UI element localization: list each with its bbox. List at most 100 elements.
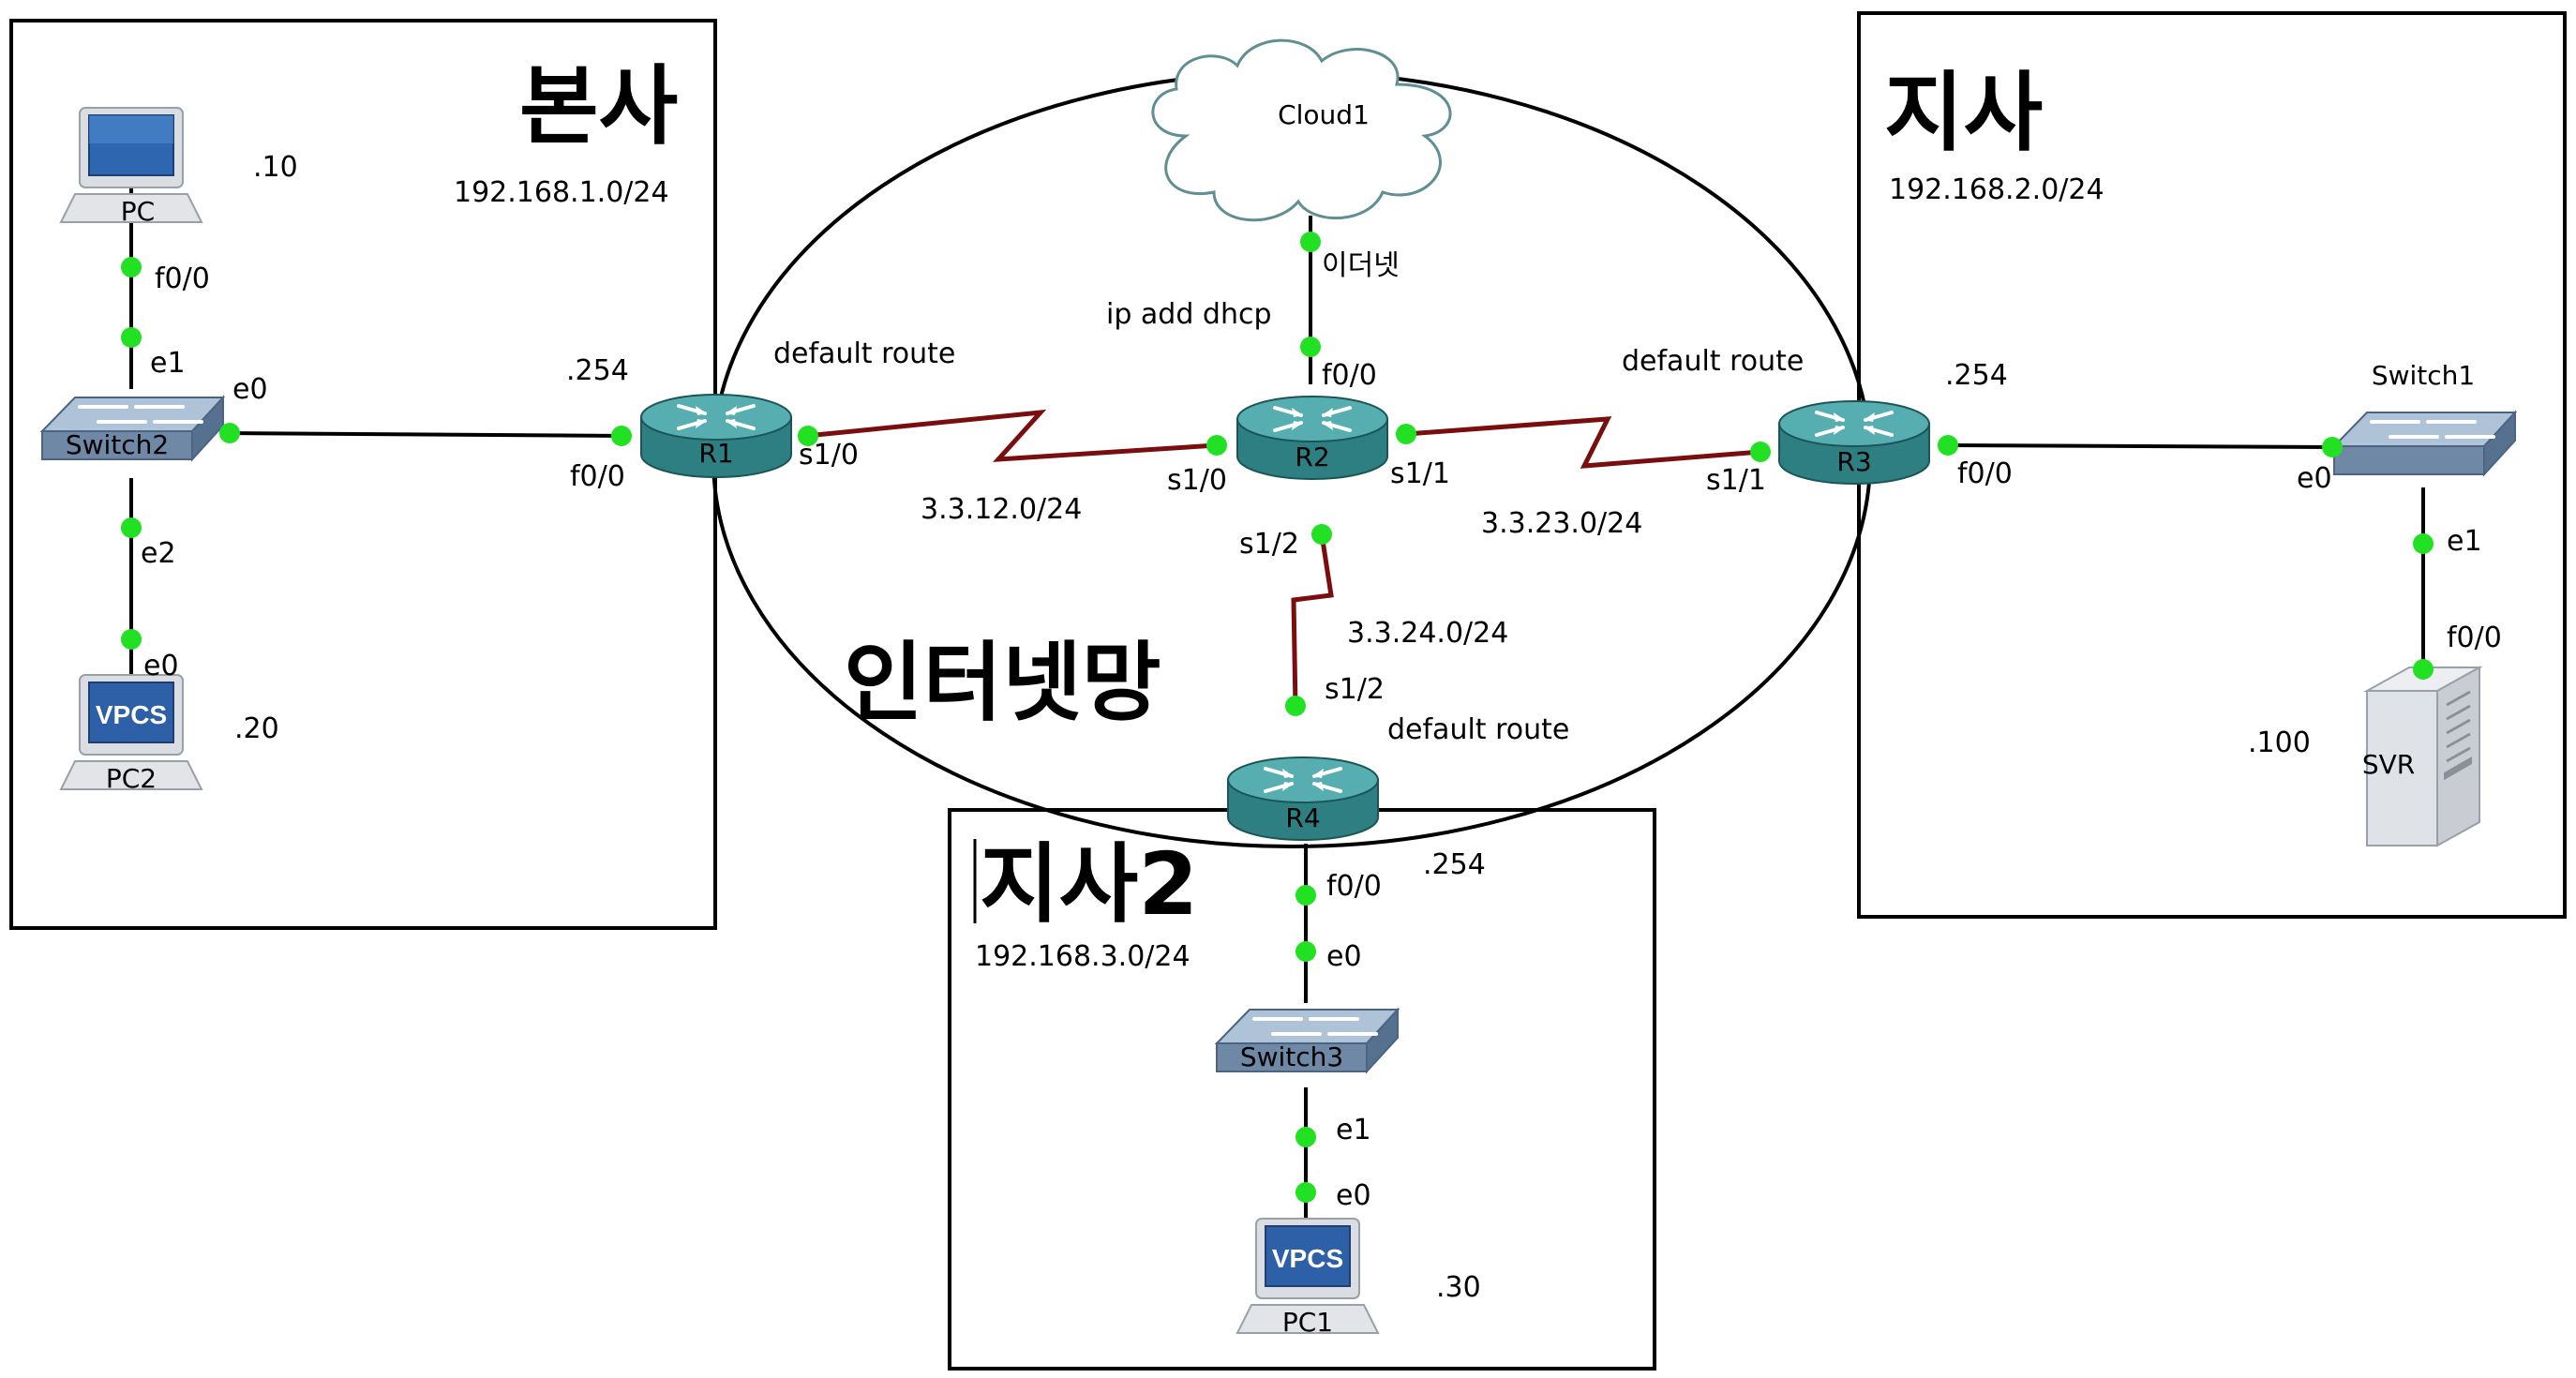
link-r3-switch1 bbox=[1947, 443, 2333, 449]
pc-label: PC bbox=[121, 196, 155, 227]
port-dot bbox=[1938, 435, 1958, 456]
pc-address: .10 bbox=[253, 151, 298, 184]
switch3[interactable]: Switch3 bbox=[1215, 1008, 1400, 1073]
port-label: e2 bbox=[141, 537, 176, 570]
port-label: f0/0 bbox=[155, 262, 210, 295]
port-label: s1/0 bbox=[799, 439, 859, 472]
pc2-screen-text: VPCS bbox=[96, 700, 167, 729]
switch2-label: Switch2 bbox=[66, 429, 169, 460]
switch3-label: Switch3 bbox=[1240, 1041, 1343, 1072]
r4-route-note: default route bbox=[1387, 713, 1569, 746]
branch-title: 지사 bbox=[1884, 63, 2043, 163]
branch2-title: 지사2 bbox=[980, 834, 1198, 935]
port-dot bbox=[121, 629, 142, 650]
link-r1-r2-serial bbox=[805, 409, 1218, 462]
cloud1[interactable]: Cloud1 bbox=[1151, 38, 1452, 222]
router-r3[interactable]: R3 bbox=[1777, 399, 1931, 486]
router-r4[interactable]: R4 bbox=[1226, 756, 1380, 842]
pc2-address: .20 bbox=[234, 712, 279, 745]
pc[interactable]: PC bbox=[60, 107, 202, 227]
pc1-screen-text: VPCS bbox=[1272, 1244, 1343, 1273]
switch1[interactable]: Switch1 bbox=[2332, 360, 2517, 476]
r3-label: R3 bbox=[1836, 446, 1871, 477]
internet-title: 인터넷망 bbox=[844, 633, 1161, 733]
r2-dhcp-note: ip add dhcp bbox=[1106, 298, 1272, 331]
switch1-label: Switch1 bbox=[2372, 360, 2475, 391]
port-dot bbox=[1285, 696, 1306, 716]
r1-route-note: default route bbox=[773, 337, 955, 370]
hq-network-label: 192.168.1.0/24 bbox=[454, 176, 669, 209]
r2-label: R2 bbox=[1295, 442, 1329, 472]
svr-label: SVR bbox=[2362, 749, 2415, 780]
r3-route-note: default route bbox=[1622, 345, 1804, 378]
port-dot bbox=[121, 327, 142, 348]
port-dot bbox=[1295, 1182, 1316, 1203]
r3-address: .254 bbox=[1945, 359, 2008, 392]
net-23-label: 3.3.23.0/24 bbox=[1481, 507, 1642, 540]
net-12-label: 3.3.12.0/24 bbox=[921, 493, 1082, 526]
port-dot bbox=[2322, 437, 2343, 457]
port-label: s1/1 bbox=[1390, 457, 1450, 490]
pc1-label: PC1 bbox=[1282, 1307, 1333, 1338]
port-dot bbox=[1750, 442, 1771, 462]
port-label: 이더넷 bbox=[1322, 249, 1400, 282]
link-r2-r4-serial bbox=[1291, 533, 1334, 709]
r1-label: R1 bbox=[698, 438, 733, 469]
port-dot bbox=[611, 426, 632, 446]
port-dot bbox=[1311, 524, 1332, 545]
r4-label: R4 bbox=[1285, 802, 1320, 833]
port-label: e0 bbox=[1336, 1179, 1371, 1212]
port-dot bbox=[1300, 337, 1321, 357]
net-24-label: 3.3.24.0/24 bbox=[1347, 617, 1508, 650]
port-dot bbox=[2413, 533, 2434, 554]
branch2-network-label: 192.168.3.0/24 bbox=[975, 940, 1191, 973]
port-dots bbox=[121, 232, 2434, 1203]
port-label: e0 bbox=[143, 650, 179, 682]
port-dot bbox=[2413, 659, 2434, 680]
port-label: e1 bbox=[150, 347, 186, 380]
pc2[interactable]: VPCS PC2 bbox=[60, 674, 202, 794]
port-label: e0 bbox=[2297, 462, 2332, 495]
port-dot bbox=[1206, 435, 1227, 456]
switch2[interactable]: Switch2 bbox=[40, 396, 225, 461]
branch-network-label: 192.168.2.0/24 bbox=[1889, 173, 2104, 206]
port-label: f0/0 bbox=[1326, 870, 1382, 903]
port-dot bbox=[1396, 424, 1416, 444]
link-r2-r3-serial bbox=[1405, 416, 1761, 469]
port-label: f0/0 bbox=[2447, 622, 2502, 654]
port-label: s1/0 bbox=[1167, 464, 1227, 497]
hq-title: 본사 bbox=[519, 56, 678, 157]
port-label: e0 bbox=[1326, 940, 1362, 973]
port-label: s1/1 bbox=[1706, 464, 1766, 497]
port-dot bbox=[1300, 232, 1321, 252]
r4-address: .254 bbox=[1423, 848, 1486, 881]
port-label: f0/0 bbox=[1322, 359, 1377, 392]
port-dot bbox=[1295, 1127, 1316, 1147]
switch-icon bbox=[2332, 411, 2517, 476]
pc2-label: PC2 bbox=[106, 763, 157, 794]
port-dot bbox=[121, 257, 142, 277]
port-dot bbox=[121, 517, 142, 538]
pc1-address: .30 bbox=[1436, 1271, 1481, 1304]
router-r1[interactable]: R1 bbox=[639, 393, 793, 479]
port-label: s1/2 bbox=[1239, 528, 1299, 561]
port-label: f0/0 bbox=[1957, 457, 2013, 490]
pc1[interactable]: VPCS PC1 bbox=[1236, 1218, 1379, 1338]
port-dot bbox=[1295, 885, 1316, 906]
svr-address: .100 bbox=[2248, 726, 2311, 759]
port-label: e0 bbox=[232, 373, 268, 406]
port-label: f0/0 bbox=[570, 460, 625, 493]
port-label: s1/2 bbox=[1325, 673, 1385, 706]
cloud-icon bbox=[1151, 38, 1452, 222]
link-switch2-r1 bbox=[226, 431, 627, 438]
port-label: e1 bbox=[1336, 1114, 1371, 1146]
port-dot bbox=[219, 423, 240, 443]
port-label: e1 bbox=[2447, 525, 2482, 558]
router-r2[interactable]: R2 bbox=[1236, 395, 1389, 481]
cloud1-label: Cloud1 bbox=[1278, 99, 1370, 130]
server-svr[interactable]: SVR bbox=[2362, 666, 2481, 847]
port-dot bbox=[798, 426, 818, 446]
port-dot bbox=[1295, 941, 1316, 962]
r1-address: .254 bbox=[566, 354, 629, 387]
